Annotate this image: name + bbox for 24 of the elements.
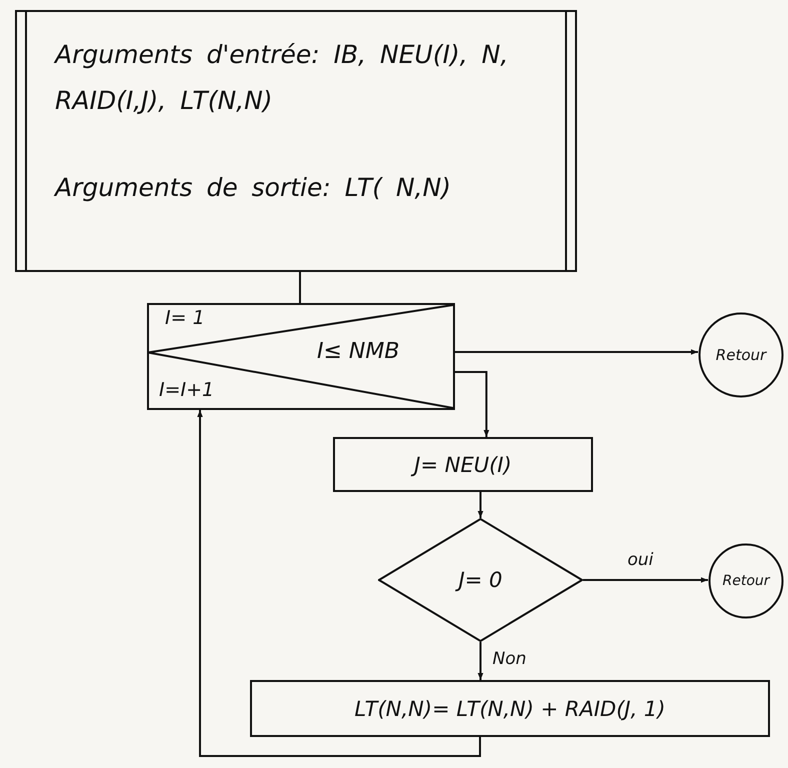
decision-diamond <box>378 518 583 642</box>
node-text: J= 0 <box>378 568 583 592</box>
header-box <box>15 10 577 272</box>
terminal-circle <box>708 543 784 619</box>
loop-text: I= 1 <box>165 307 205 329</box>
arrow <box>455 349 698 355</box>
loop-text: I=I+1 <box>159 379 214 401</box>
connector-line <box>299 272 301 303</box>
node-text: LT(N,N)= LT(N,N) + RAID(J, 1) <box>354 696 666 720</box>
loop-text: I≤ NMB <box>317 339 400 364</box>
process-box <box>250 680 770 737</box>
arrow <box>197 410 481 757</box>
argument-text: Arguments d'entrée: IB, NEU(I), N, RAID(I,J), LT(N,N) <box>55 39 510 117</box>
node-text: Retour <box>714 346 768 364</box>
terminal-circle <box>698 312 784 398</box>
node-text: Retour <box>721 573 772 589</box>
argument-text: Arguments de sortie: LT( N,N) <box>55 172 452 204</box>
process-box <box>333 437 593 492</box>
arrow <box>478 642 484 680</box>
loop-box <box>147 303 455 410</box>
arrow <box>478 492 484 518</box>
arrow <box>583 577 708 583</box>
arrow <box>455 371 490 437</box>
node-text: J= NEU(I) <box>333 452 593 476</box>
